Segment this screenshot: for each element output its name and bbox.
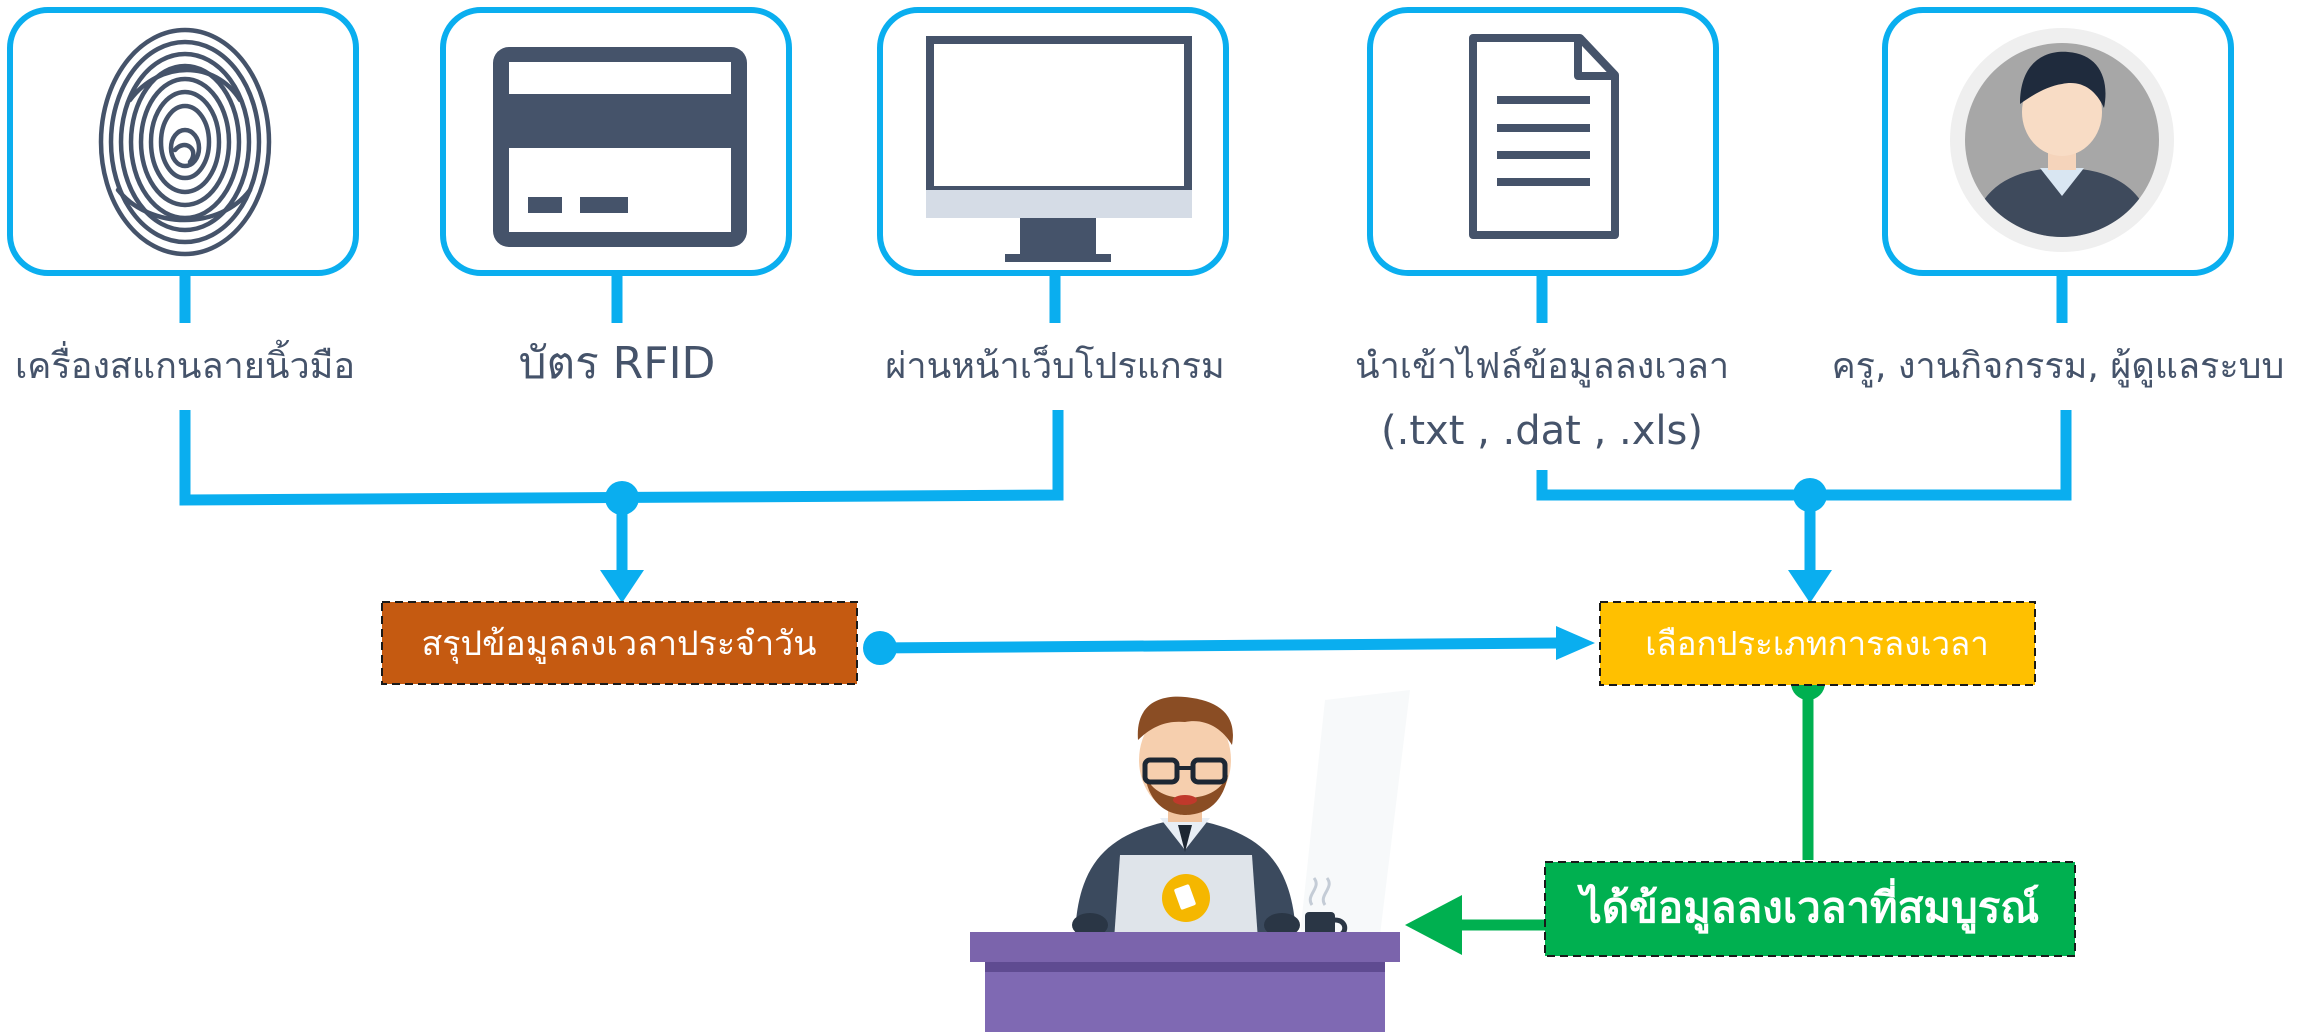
user-icon: [1950, 28, 2174, 252]
select-box-label: เลือกประเภทการลงเวลา: [1645, 624, 1989, 663]
worker-illustration: [970, 690, 1410, 1032]
card-icon: [493, 47, 747, 247]
result-box-label: ได้ข้อมูลลงเวลาที่สมบูรณ์: [1577, 878, 2039, 934]
source-label-rfid: บัตร RFID: [519, 338, 716, 389]
fingerprint-icon: [98, 27, 272, 257]
result-box: ได้ข้อมูลลงเวลาที่สมบูรณ์: [1544, 861, 2076, 957]
source-label-file-ext: (.txt , .dat , .xls): [1381, 408, 1703, 454]
connector-nodes: [600, 478, 1832, 665]
document-icon: [1469, 34, 1619, 239]
summary-box-label: สรุปข้อมูลลงเวลาประจำวัน: [421, 624, 816, 664]
source-label-fingerprint: เครื่องสแกนลายนิ้วมือ: [15, 339, 355, 387]
monitor-icon: [926, 36, 1192, 262]
source-card-fingerprint: [7, 7, 359, 276]
select-box: เลือกประเภทการลงเวลา: [1599, 601, 2036, 686]
source-label-user: ครู, งานกิจกรรม, ผู้ดูแลระบบ: [1832, 346, 2285, 388]
summary-box: สรุปข้อมูลลงเวลาประจำวัน: [381, 601, 858, 685]
source-label-file: นำเข้าไฟล์ข้อมูลลงเวลา: [1355, 345, 1729, 388]
source-label-web: ผ่านหน้าเว็บโปรแกรม: [885, 343, 1224, 387]
connectors: [179, 273, 2072, 654]
